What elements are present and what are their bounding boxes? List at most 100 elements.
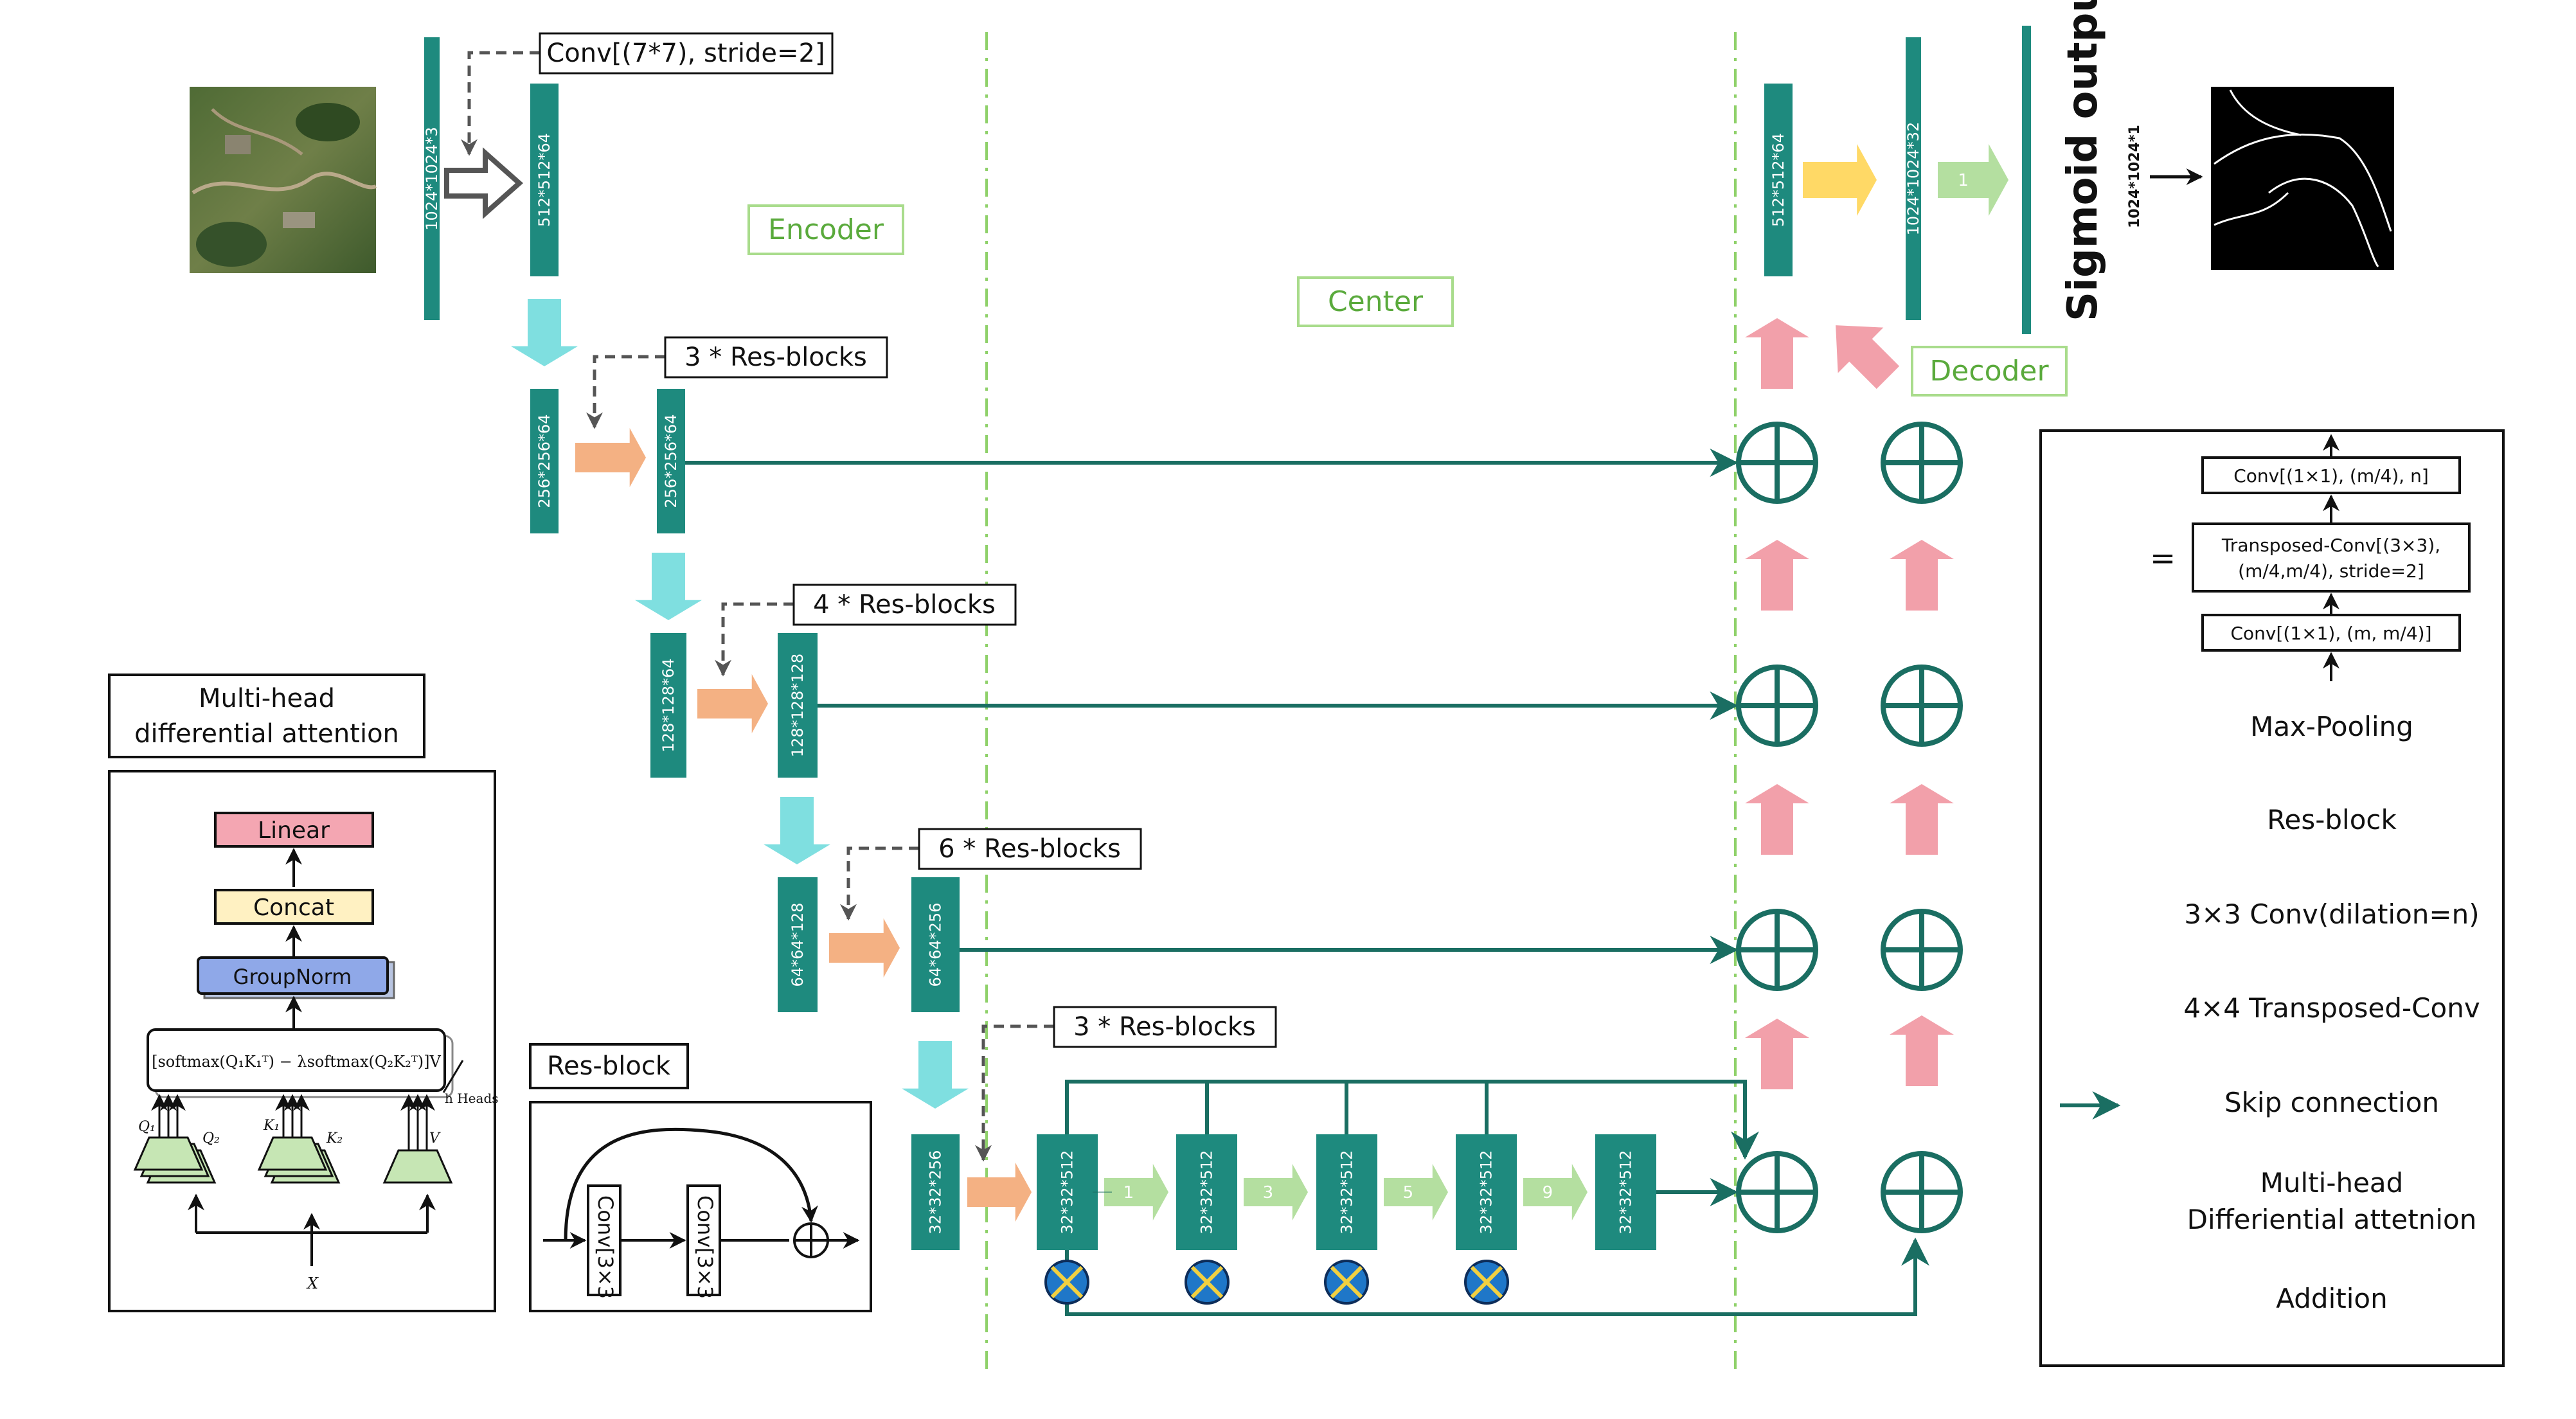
feature-map-dims: 512*512*64 bbox=[535, 133, 553, 227]
maxpool-arrow-1 bbox=[511, 299, 578, 366]
decoder-upsample-arrow-2-2 bbox=[1890, 784, 1954, 855]
feature-map-b-32-0: 32*32*256 bbox=[911, 1134, 960, 1250]
attention-linear: Linear bbox=[258, 817, 330, 844]
dilated-conv-arrow-4: 9 bbox=[1523, 1164, 1588, 1220]
feature-map-b-128b: 128*128*128 bbox=[778, 633, 818, 778]
legend-equals: = bbox=[2150, 540, 2176, 576]
maxpool-arrow-2 bbox=[635, 553, 702, 620]
decoder-upsample-arrow-1-2 bbox=[1890, 1015, 1954, 1086]
attention-icon-2 bbox=[1185, 1260, 1230, 1305]
encoder-section-label: Encoder bbox=[768, 213, 884, 246]
maxpool-arrow-4 bbox=[902, 1041, 969, 1109]
feature-map-b-32-3: 32*32*512 bbox=[1316, 1134, 1377, 1250]
sigmoid-dims-label: 1024*1024*1 bbox=[2127, 125, 2143, 228]
resblock-arrow-2 bbox=[697, 674, 768, 733]
query-projection-1 bbox=[133, 1094, 217, 1184]
final-conv-arrow: 1 bbox=[1938, 144, 2008, 216]
decoder-upsample-arrow-4-1 bbox=[1745, 318, 1809, 389]
resblock-arrow-4 bbox=[967, 1163, 1032, 1222]
addition-icon-left-1 bbox=[1736, 422, 1818, 504]
attention-formula: [softmax(Q₁K₁ᵀ) − λsoftmax(Q₂K₂ᵀ)]V bbox=[152, 1053, 441, 1071]
feature-map-dims: 32*32*512 bbox=[1198, 1150, 1216, 1235]
feature-map-b-128a: 128*128*64 bbox=[650, 633, 686, 778]
resblock-arrow-3 bbox=[829, 918, 900, 977]
feature-map-b-d512: 512*512*64 bbox=[1764, 84, 1793, 276]
legend-panel: Conv[(1×1), (m/4), n] Transposed-Conv[(3… bbox=[2039, 429, 2505, 1367]
attention-q2: Q₂ bbox=[202, 1130, 220, 1147]
attention-groupnorm: GroupNorm bbox=[233, 965, 352, 989]
feature-map-dims: 1024*1024*3 bbox=[423, 127, 441, 230]
dilated-conv-arrow-1: 1 bbox=[1104, 1164, 1168, 1220]
feature-map-b-512: 512*512*64 bbox=[530, 84, 559, 276]
feature-map-dims: 32*32*512 bbox=[1338, 1150, 1356, 1235]
dilated-conv-arrow-2: 3 bbox=[1244, 1164, 1308, 1220]
addition-icon-right-4 bbox=[1881, 1151, 1963, 1233]
attention-v: V bbox=[429, 1130, 441, 1147]
attention-title-line2: differential attention bbox=[134, 719, 399, 749]
feature-map-dims: 32*32*512 bbox=[1617, 1150, 1635, 1235]
conv-stem-label: Conv[(7*7), stride=2] bbox=[546, 39, 825, 68]
resblock-conv2-label: Conv[3×3 bbox=[693, 1195, 717, 1299]
res3-a-callout: 3 * Res-blocks bbox=[586, 336, 888, 429]
res3-a-label: 3 * Res-blocks bbox=[684, 343, 867, 372]
input-satellite-image bbox=[190, 87, 377, 273]
attention-q1: Q₁ bbox=[138, 1119, 156, 1135]
feature-map-dims: 32*32*512 bbox=[1059, 1150, 1077, 1235]
legend-skip: Skip connection bbox=[2224, 1087, 2439, 1118]
feature-map-dims: 32*32*256 bbox=[927, 1150, 945, 1235]
attention-panel: Multi-head differential attention Linear… bbox=[108, 674, 499, 1312]
res4-callout: 4 * Res-blocks bbox=[715, 584, 1017, 677]
res3-b-callout: 3 * Res-blocks bbox=[975, 1006, 1277, 1162]
feature-map-dims: 128*128*128 bbox=[789, 654, 807, 757]
feature-map-b-32-4: 32*32*512 bbox=[1456, 1134, 1517, 1250]
attention-k1: K₁ bbox=[263, 1118, 280, 1134]
attention-concat: Concat bbox=[253, 895, 334, 921]
dilation-label: 3 bbox=[1263, 1183, 1274, 1202]
legend-mhda-line1: Multi-head bbox=[2260, 1167, 2404, 1199]
decoder-section-label: Decoder bbox=[1929, 355, 2049, 388]
feature-map-dims: 32*32*512 bbox=[1478, 1150, 1496, 1235]
res6-callout: 6 * Res-blocks bbox=[840, 828, 1142, 921]
center-section-label: Center bbox=[1328, 285, 1424, 318]
attention-k2: K₂ bbox=[326, 1130, 343, 1147]
decoder-upsample-arrow-diagonal bbox=[1836, 325, 1900, 389]
attention-title-line1: Multi-head bbox=[199, 684, 335, 713]
resblock-conv1-label: Conv[3×3 bbox=[593, 1195, 618, 1299]
res4-label: 4 * Res-blocks bbox=[813, 590, 996, 620]
feature-map-dims: 1024*1024*32 bbox=[1904, 122, 1922, 236]
feature-map-b-256a: 256*256*64 bbox=[530, 389, 559, 533]
legend-conv-bottom: Conv[(1×1), (m, m/4)] bbox=[2230, 623, 2431, 644]
resblock-panel-title: Res-block bbox=[547, 1051, 671, 1081]
feature-map-b-32-5: 32*32*512 bbox=[1595, 1134, 1656, 1250]
feature-map-b-32-1: 32*32*512 bbox=[1037, 1134, 1098, 1250]
feature-map-b-256b: 256*256*64 bbox=[657, 389, 685, 533]
value-projection bbox=[382, 1094, 453, 1184]
decoder-upsample-arrow-3-1 bbox=[1745, 540, 1809, 611]
decoder-upsample-arrow-2-1 bbox=[1745, 784, 1809, 855]
legend-addition: Addition bbox=[2276, 1283, 2387, 1314]
feature-map-b-d1024: 1024*1024*32 bbox=[1904, 37, 1922, 320]
feature-map-dims: 256*256*64 bbox=[535, 414, 553, 508]
feature-map-dims: 128*128*64 bbox=[659, 658, 677, 752]
addition-icon-right-3 bbox=[1881, 909, 1963, 991]
addition-icon-right-2 bbox=[1881, 665, 1963, 747]
res3-b-label: 3 * Res-blocks bbox=[1073, 1012, 1256, 1042]
output-road-mask bbox=[2211, 87, 2394, 270]
decoder-upsample-arrow-3-2 bbox=[1890, 540, 1954, 611]
addition-icon-left-3 bbox=[1736, 909, 1818, 991]
dilation-label: 1 bbox=[1958, 171, 1969, 190]
attention-x: X bbox=[306, 1274, 319, 1292]
dilation-label: 1 bbox=[1123, 1183, 1134, 1202]
feature-map-b-input: 1024*1024*3 bbox=[423, 37, 441, 320]
legend-dil-conv: 3×3 Conv(dilation=n) bbox=[2184, 898, 2479, 930]
feature-map-dims: 64*64*128 bbox=[789, 903, 807, 987]
legend-tconv-line2: (m/4,m/4), stride=2] bbox=[2238, 560, 2424, 582]
center-bypass-top bbox=[1065, 1080, 1759, 1160]
attention-icon-1 bbox=[1044, 1260, 1089, 1305]
legend-tconv4: 4×4 Transposed-Conv bbox=[2183, 992, 2480, 1024]
resblock-arrow-1 bbox=[575, 428, 646, 487]
dilation-label: 5 bbox=[1403, 1183, 1414, 1202]
res6-label: 6 * Res-blocks bbox=[938, 834, 1121, 864]
maxpool-arrow-3 bbox=[764, 797, 830, 864]
sigmoid-bar bbox=[2022, 26, 2031, 334]
